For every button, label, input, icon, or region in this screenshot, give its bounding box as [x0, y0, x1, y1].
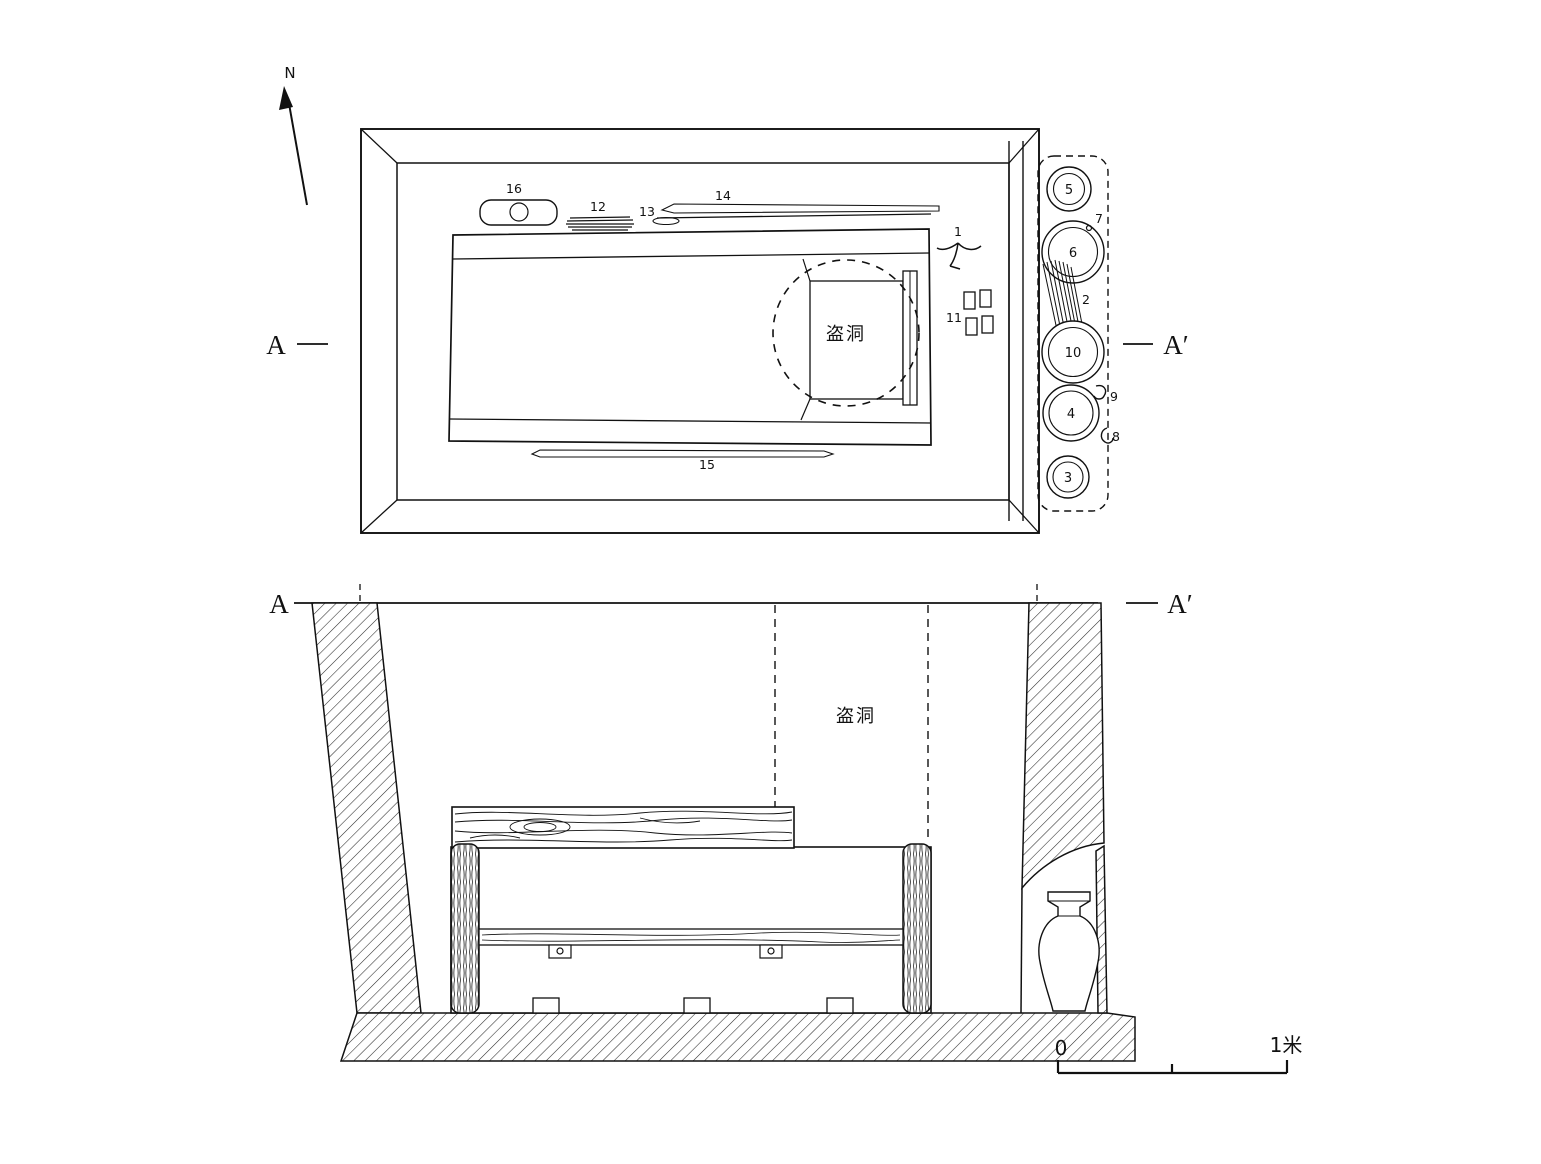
pot-4-label: 4 [1067, 407, 1075, 422]
plan-marker-a-prime-label: A′ [1163, 330, 1188, 360]
plan-section-marker-left: A [266, 330, 328, 360]
coffin-disturbed-area-plan [800, 258, 918, 421]
earth-right-of-niche [1095, 844, 1108, 1014]
pot-6-plan: 6 [1041, 220, 1105, 284]
earth-hatching [311, 602, 1136, 1062]
pot-4-plan: 4 [1042, 384, 1100, 442]
coffin-feet [532, 997, 854, 1014]
pot-10-label: 10 [1065, 346, 1082, 361]
artifact-14-rod: 14 [656, 188, 940, 219]
artifact-9-label: 9 [1110, 389, 1118, 404]
artifact-13-label: 13 [639, 204, 655, 219]
artifact-7-item: 7 [1085, 211, 1103, 232]
earth-bottom [339, 1012, 1136, 1062]
artifact-11-items: 11 [946, 289, 994, 336]
coffin-lid-section [451, 806, 795, 849]
robber-hole-section: 盗洞 [774, 605, 929, 838]
artifact-2-label: 2 [1082, 292, 1090, 307]
plan-view: N A A′ [266, 64, 1189, 534]
plan-marker-a-label: A [266, 330, 286, 360]
north-label: N [284, 64, 295, 82]
scale-zero-label: 0 [1055, 1036, 1068, 1060]
north-arrow: N [279, 64, 308, 206]
artifact-14-label: 14 [715, 188, 731, 203]
north-arrowhead-icon [279, 86, 293, 110]
pot-5-plan: 5 [1046, 166, 1092, 212]
artifact-1-item: 1 [936, 224, 982, 270]
section-view: A A′ 盗洞 [269, 584, 1303, 1075]
scale-one-meter-label: 1米 [1270, 1033, 1303, 1057]
section-marker-a-label: A [269, 589, 289, 619]
right-wall-inner-edge [1020, 887, 1023, 1014]
robber-hole-section-label: 盗洞 [836, 706, 876, 727]
artifact-16-box: 16 [479, 181, 558, 226]
robber-hole-plan: 盗洞 [772, 259, 920, 407]
artifact-8-item: 8 [1100, 427, 1120, 444]
artifact-9-item: 9 [1093, 384, 1118, 404]
artifact-7-label: 7 [1095, 211, 1103, 226]
coffin-end-board-right [902, 843, 932, 1014]
plan-section-marker-right: A′ [1123, 330, 1189, 360]
artifact-2-bundle: 2 [1042, 259, 1090, 333]
pot-10-plan: 10 [1041, 320, 1105, 384]
section-marker-right: A′ [1126, 589, 1193, 619]
niche-outline [1037, 155, 1109, 512]
artifact-8-label: 8 [1112, 429, 1120, 444]
artifact-12-label: 12 [590, 199, 606, 214]
artifact-1-label: 1 [954, 224, 962, 239]
artifact-12-slips: 12 [566, 199, 634, 231]
coffin-floor-plank [478, 928, 904, 946]
pot-6-label: 6 [1069, 246, 1077, 261]
side-niche-plan: 5 6 7 2 [1037, 155, 1120, 512]
pot-5-label: 5 [1065, 183, 1073, 198]
artifact-11-label: 11 [946, 310, 962, 325]
pot-3-plan: 3 [1046, 455, 1090, 499]
niche-pot-section [1038, 891, 1100, 1012]
coffin-end-board-left [450, 843, 480, 1014]
coffin-section [450, 806, 932, 1014]
lid-wood-grain [454, 810, 793, 843]
robber-hole-plan-label: 盗洞 [826, 324, 866, 345]
artifact-16-label: 16 [506, 181, 522, 196]
earth-left-wall [311, 602, 422, 1014]
scale-bar: 0 1米 [1055, 1033, 1303, 1075]
pot-3-label: 3 [1064, 471, 1072, 486]
plan-artifacts: 16 12 13 14 [479, 181, 994, 472]
earth-right-wall [1021, 602, 1105, 891]
artifact-15-label: 15 [699, 457, 715, 472]
coffin-fittings [548, 944, 783, 959]
section-marker-a-prime-label: A′ [1167, 589, 1192, 619]
coffin-plan [448, 228, 932, 446]
artifact-15-rod: 15 [530, 449, 835, 472]
section-marker-left: A [269, 589, 289, 619]
